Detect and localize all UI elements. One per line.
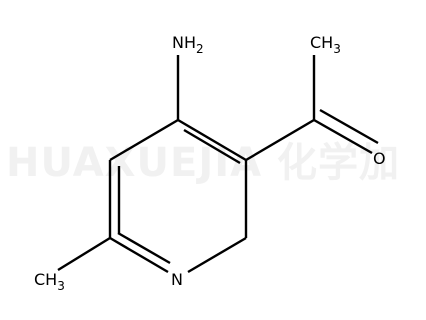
bond-c4-c3-inner (183, 128, 241, 165)
label-amino-group: NH2 (172, 33, 204, 56)
bond-c6-n1-inner (117, 231, 171, 265)
label-ring-methyl: CH3 (34, 270, 65, 293)
bond-c3-carbonyl (245, 118, 315, 162)
atom-labels: NH2 CH3 O N CH3 (34, 33, 386, 293)
bond-carbonyl-oxygen-inner (319, 108, 379, 145)
bond-c4-c5 (109, 118, 179, 162)
bond-c6-n1 (109, 236, 169, 274)
bond-c2-n1 (187, 236, 247, 274)
label-oxygen: O (373, 149, 386, 168)
label-ring-nitrogen: N (171, 270, 183, 289)
bond-carbonyl-oxygen (313, 118, 373, 155)
bond-c6-methyl (57, 236, 111, 272)
label-acetyl-methyl: CH3 (310, 33, 341, 56)
watermark-logo: HUAXUEJIA 化学加 (6, 140, 400, 186)
bond-c4-c3 (177, 118, 247, 162)
bonds (57, 55, 379, 274)
